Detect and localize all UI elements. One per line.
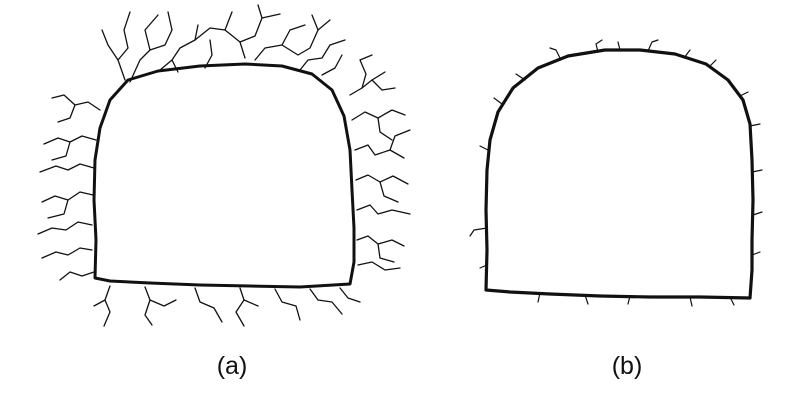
panel-a-tunnel-outline bbox=[94, 64, 354, 287]
panel-b-cracks bbox=[470, 40, 762, 306]
panel-b-caption: (b) bbox=[567, 352, 687, 381]
panel-a-caption: (a) bbox=[172, 352, 292, 381]
panel-b-tunnel-outline bbox=[486, 50, 753, 298]
